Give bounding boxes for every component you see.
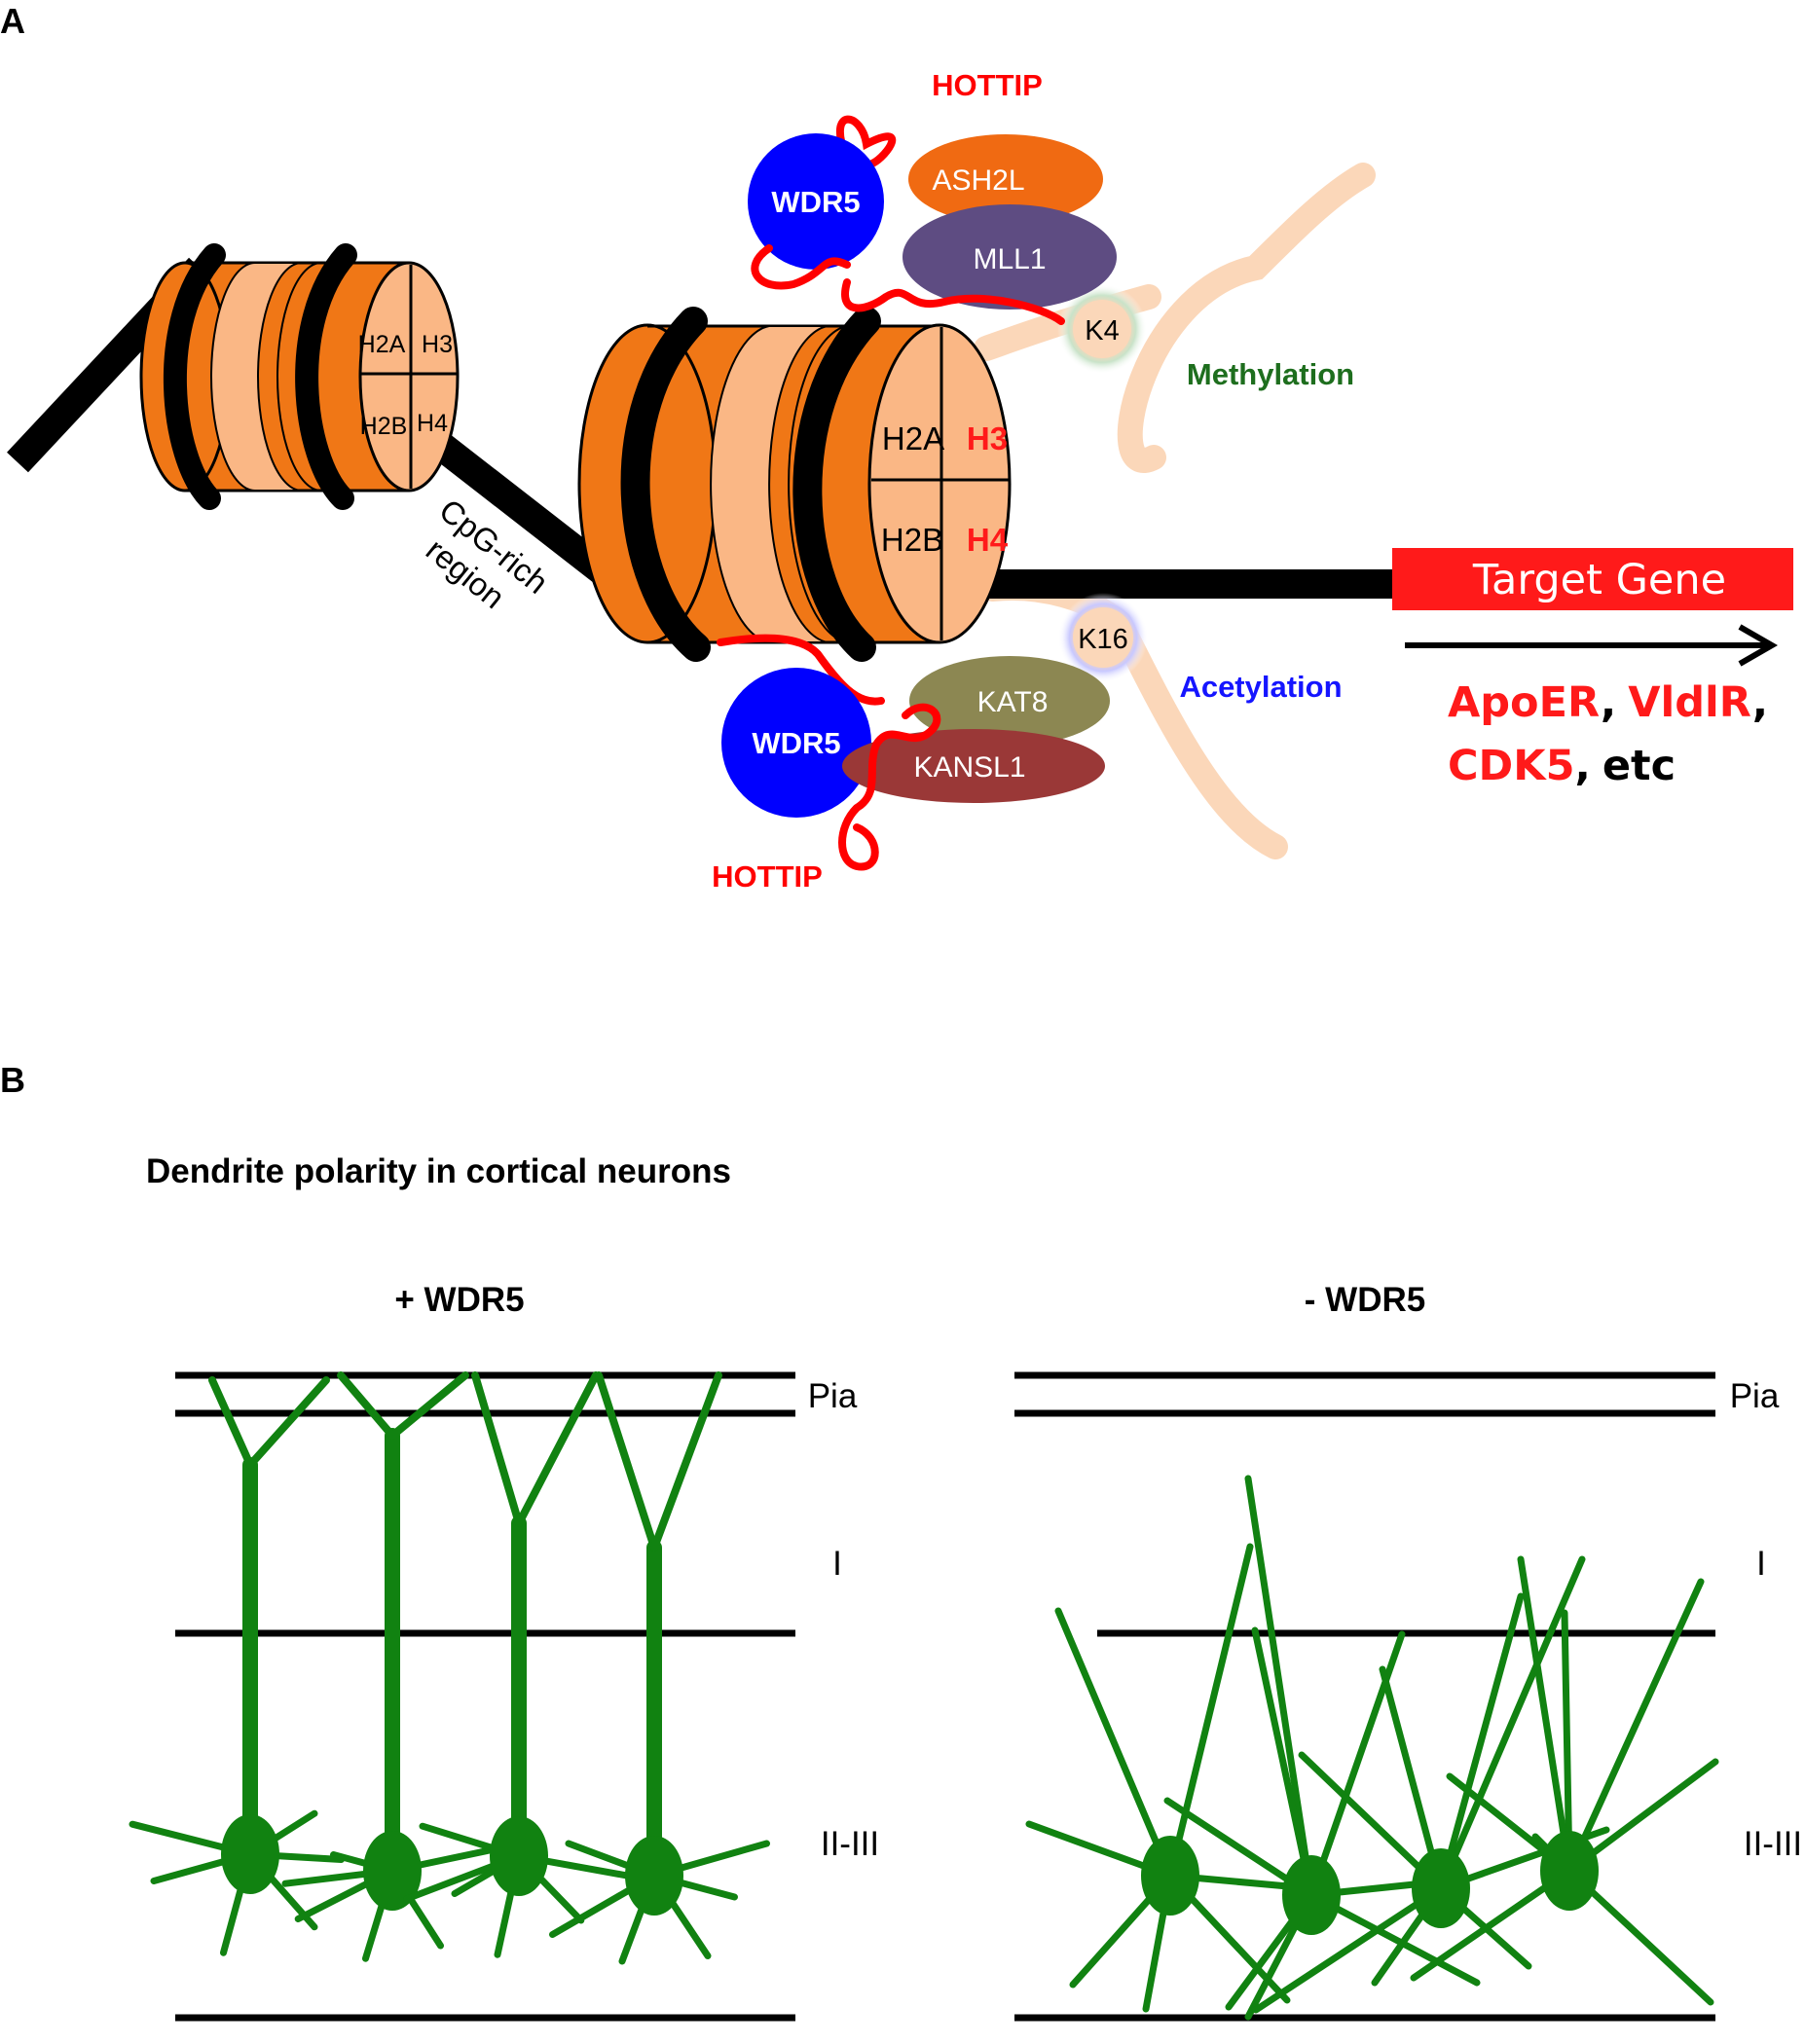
nucleosome-small — [139, 243, 460, 510]
gene-apoer: ApoER — [1448, 678, 1601, 727]
nucleosome-large-face — [867, 323, 1012, 644]
apical-tuft-branch — [515, 1371, 600, 1527]
hottip-bottom-label: HOTTIP — [712, 859, 823, 894]
gene-list-line1: ApoER,VldlR, — [1448, 678, 1768, 727]
ash2l-protein — [908, 134, 1103, 224]
gene-comma-1: , — [1601, 678, 1616, 727]
wdr5-bottom-protein — [721, 668, 871, 818]
apical-tuft-branch — [337, 1371, 396, 1440]
apical-tuft-branch — [208, 1376, 254, 1469]
gene-cdk5: CDK5 — [1448, 742, 1575, 790]
wdr5-top-label: WDR5 — [771, 185, 860, 219]
small-h3-label: H3 — [422, 331, 453, 358]
layers-right — [1014, 1371, 1715, 2022]
layer1-label-right: I — [1756, 1545, 1766, 1583]
small-h2a-label: H2A — [358, 331, 406, 358]
apical-tuft-branch — [650, 1371, 722, 1551]
misoriented-dendrite — [1437, 1592, 1525, 1892]
pia-label-right: Pia — [1730, 1377, 1780, 1415]
gene-comma-2: , — [1752, 678, 1768, 727]
large-h2a-label: H2A — [882, 420, 944, 456]
misoriented-dendrite — [1244, 1475, 1315, 1899]
misoriented-dendrite — [1308, 1891, 1481, 1987]
misoriented-dendrite — [1561, 1609, 1573, 1875]
kat8-protein — [909, 656, 1110, 746]
wdr5-bottom-label: WDR5 — [752, 726, 840, 760]
layer1-label-left: I — [832, 1545, 842, 1583]
neuron-soma — [490, 1816, 548, 1896]
transcription-arrow-head — [1738, 624, 1779, 667]
misoriented-dendrite — [1054, 1607, 1174, 1880]
nucleosome-small-face — [358, 261, 460, 493]
plus-wdr5-title: + WDR5 — [394, 1281, 524, 1319]
large-h2b-label: H2B — [881, 522, 943, 558]
misoriented-dendrite — [1437, 1555, 1586, 1892]
acetylation-label: Acetylation — [1179, 670, 1342, 704]
wdr5-top-protein — [748, 133, 884, 270]
minus-wdr5-title: - WDR5 — [1305, 1281, 1425, 1319]
kansl1-protein — [842, 729, 1105, 803]
layer23-label-left: II-III — [821, 1825, 879, 1863]
neuron-soma — [1141, 1836, 1199, 1916]
apical-tuft-branch — [595, 1371, 658, 1551]
target-gene-box — [1392, 548, 1793, 610]
misoriented-dendrite — [1252, 1884, 1445, 2014]
apical-tuft-branch — [246, 1376, 330, 1469]
hottip-top-label: HOTTIP — [932, 68, 1043, 102]
panel-a-label: A — [0, 1, 25, 41]
pia-label-left: Pia — [808, 1377, 858, 1415]
neurons-with-wdr5 — [129, 1371, 770, 1965]
nucleosome-large — [577, 307, 1012, 662]
neuron-soma — [363, 1831, 422, 1911]
misoriented-dendrite — [1566, 1578, 1705, 1875]
gene-etc: etc — [1602, 742, 1676, 790]
large-h4-label: H4 — [967, 522, 1009, 558]
gene-comma-3: , — [1575, 742, 1591, 790]
small-h4-label: H4 — [417, 410, 448, 437]
small-h2b-label: H2B — [360, 413, 408, 440]
mll1-protein — [902, 204, 1117, 310]
large-h3-label: H3 — [967, 420, 1008, 456]
layers-left — [175, 1371, 795, 2022]
neuron-soma — [1412, 1848, 1470, 1928]
misoriented-dendrite — [1251, 1626, 1315, 1899]
kat8-label: KAT8 — [977, 686, 1049, 718]
neuron-soma — [221, 1814, 279, 1894]
layer23-label-right: II-III — [1744, 1825, 1802, 1863]
misoriented-dendrite — [1517, 1555, 1573, 1875]
apical-tuft-branch — [471, 1371, 523, 1527]
gene-vldlr: VldlR — [1628, 678, 1751, 727]
neuron-soma — [1282, 1855, 1341, 1935]
misoriented-dendrite — [1166, 1543, 1254, 1880]
target-gene-label: Target Gene — [1472, 556, 1726, 604]
panel-b-label: B — [0, 1060, 25, 1100]
gene-list-line2: CDK5,etc — [1448, 742, 1676, 790]
neuron-soma — [1540, 1831, 1599, 1911]
hottip-rna-top-lower — [841, 278, 1065, 325]
k16-site — [1073, 607, 1133, 668]
misoriented-dendrite — [1308, 1630, 1406, 1899]
apical-tuft-branch — [388, 1371, 469, 1440]
hottip-rna-bottom-lower — [838, 703, 941, 871]
neurons-without-wdr5 — [1025, 1475, 1719, 2021]
kansl1-label: KANSL1 — [913, 751, 1025, 784]
ash2l-label: ASH2L — [932, 164, 1024, 197]
k4-label: K4 — [1085, 315, 1119, 347]
k4-site — [1073, 300, 1131, 358]
hottip-rna-top-left — [751, 244, 851, 290]
hottip-rna-bottom-upper — [717, 634, 885, 706]
methylation-label: Methylation — [1187, 357, 1354, 391]
panel-b-title: Dendrite polarity in cortical neurons — [146, 1152, 731, 1190]
neuron-soma — [625, 1836, 683, 1916]
h3-tail-upper — [1117, 163, 1376, 473]
k16-label: K16 — [1078, 624, 1128, 655]
mll1-label: MLL1 — [973, 243, 1046, 275]
